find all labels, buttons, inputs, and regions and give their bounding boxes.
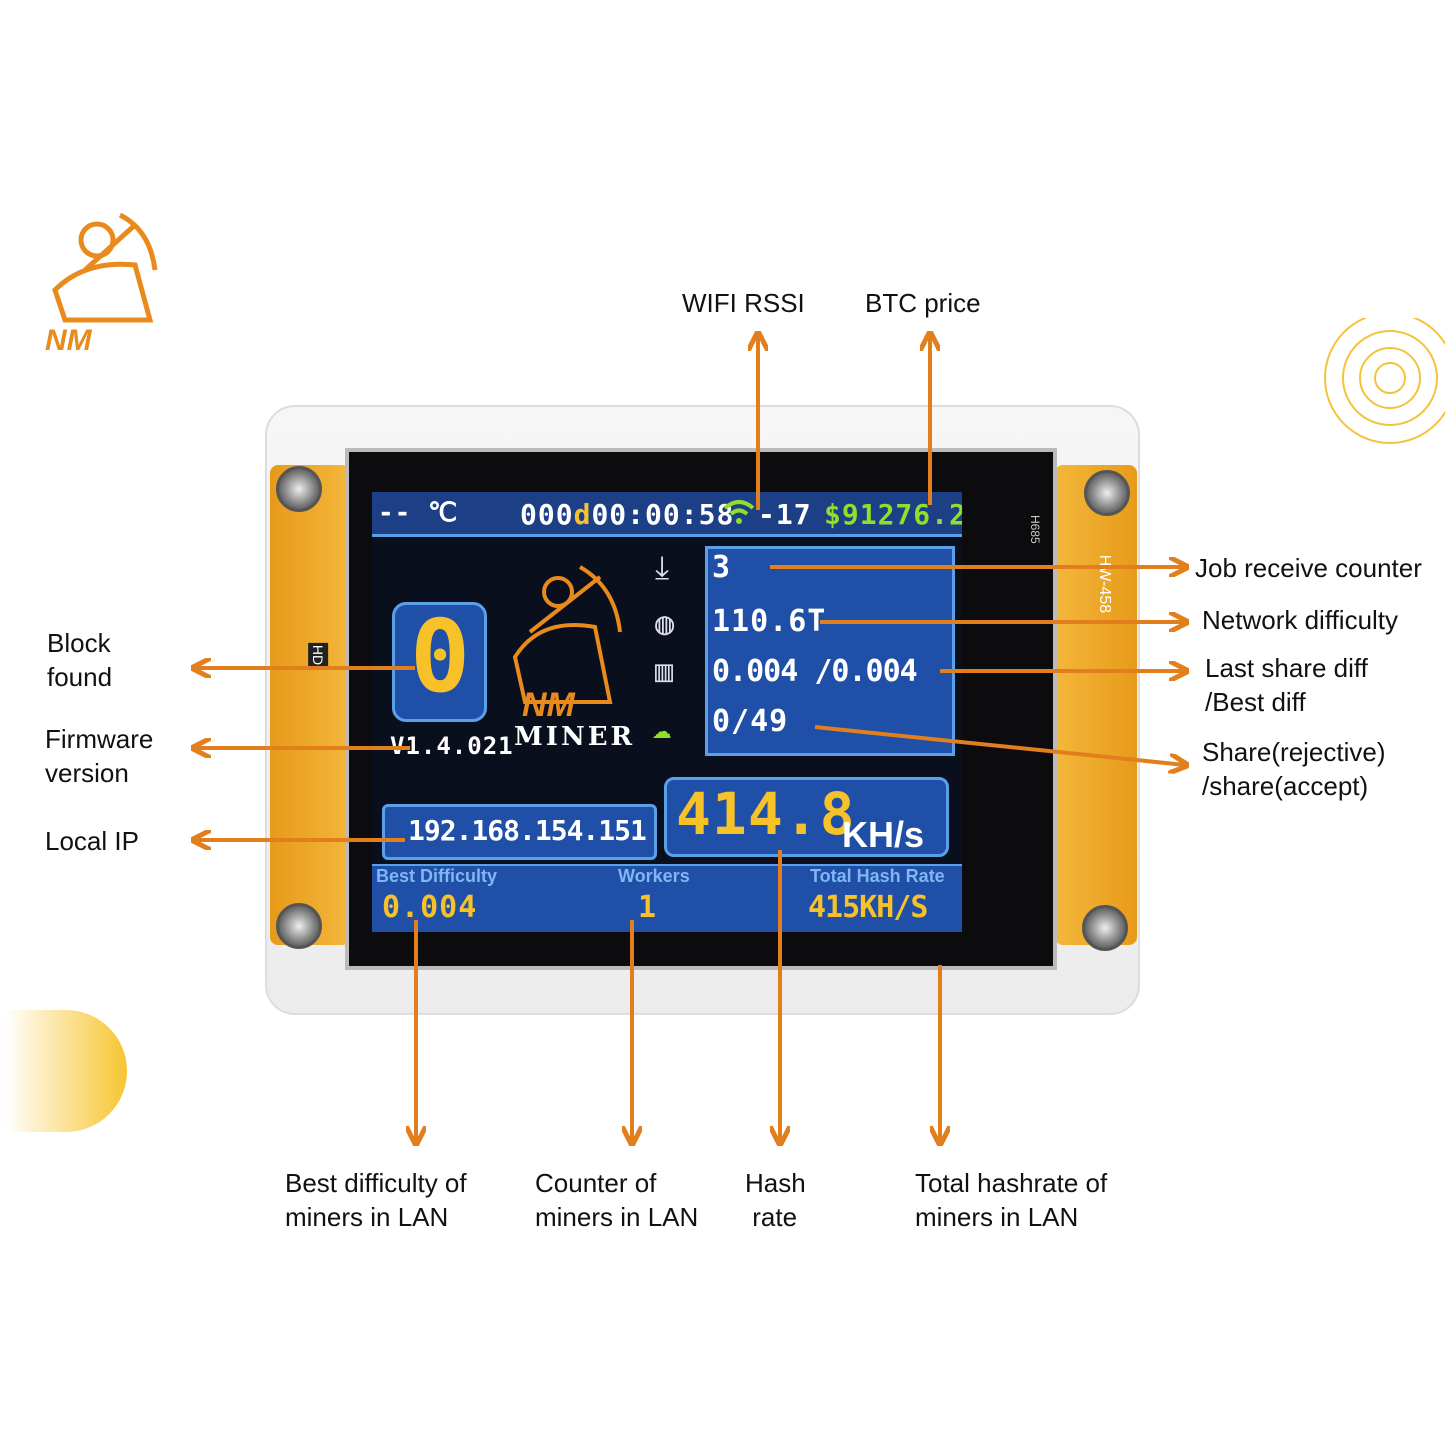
screw [1082, 905, 1128, 951]
btc-price: $91276.2 [824, 498, 962, 531]
logo-miner: MINER [514, 722, 636, 752]
shares: 0/49 [712, 704, 789, 739]
job-counter: 3 [712, 550, 732, 585]
hash-rate: 414.8 [676, 780, 856, 848]
best-difficulty: 0.004 [382, 890, 478, 925]
chart-icon: ▥ [655, 654, 674, 689]
block-found-count: 0 [410, 598, 472, 715]
uptime-time: 00:00:58 [591, 498, 735, 531]
callout-network-difficulty: Network difficulty [1202, 605, 1399, 635]
callout-local-ip: Local IP [45, 826, 139, 856]
logo-nm: NM [522, 686, 575, 724]
network-difficulty: 110.6T [712, 604, 827, 639]
callout-block-found: Block found [47, 628, 113, 692]
miner-logo: NM [500, 562, 625, 732]
stats-panel [705, 546, 955, 756]
half-circle-decoration [5, 1010, 127, 1132]
total-hash-label: Total Hash Rate [810, 866, 945, 886]
wifi-icon [722, 496, 756, 533]
callout-shares: Share(rejective) /share(accept) [1202, 737, 1386, 801]
callout-hash-rate: Hash rate [745, 1168, 806, 1232]
callout-firmware: Firmware version [45, 724, 154, 788]
hash-unit: KH/s [842, 814, 925, 855]
block-found-panel [392, 602, 487, 722]
pcb-right: HW-458 [1055, 465, 1137, 945]
callout-job-counter: Job receive counter [1195, 553, 1422, 583]
wifi-rssi: -17 [758, 498, 812, 531]
lan-stats-bar [372, 864, 962, 932]
callout-wifi-rssi: WIFI RSSI [682, 288, 805, 318]
arrow-shares [814, 725, 1185, 765]
callout-share-diff: Last share diff /Best diff [1205, 653, 1368, 717]
workers-label: Workers [618, 866, 690, 886]
local-ip: 192.168.154.151 [408, 814, 647, 847]
svg-text:NM: NM [45, 324, 93, 355]
screw [276, 903, 322, 949]
best-difficulty-label: Best Difficulty [376, 866, 498, 886]
workers-count: 1 [638, 890, 658, 925]
cloud-upload-icon: ☁ [652, 708, 672, 746]
callout-total-hash-lan: Total hashrate of miners in LAN [915, 1168, 1108, 1232]
callout-best-diff-lan: Best difficulty of miners in LAN [285, 1168, 467, 1232]
callout-counter-lan: Counter of miners in LAN [535, 1168, 699, 1232]
download-icon: ⤓ [655, 548, 670, 586]
board-code: H685 [1028, 515, 1042, 544]
pcb-left: HD [270, 465, 350, 945]
callout-btc-price: BTC price [865, 288, 981, 318]
screw [276, 466, 322, 512]
uptime-days: 000 [520, 498, 574, 531]
firmware-version: V1.4.021 [390, 732, 514, 760]
hashrate-panel [664, 777, 949, 857]
ip-panel [382, 804, 657, 860]
uptime-d: d [573, 498, 592, 531]
uptime: 000d00:00:58 [520, 498, 734, 531]
globe-icon: ◍ [655, 604, 675, 642]
status-bar [372, 492, 962, 537]
screw [1084, 470, 1130, 516]
brand-logo: NM [25, 210, 160, 357]
share-difficulty: 0.004 /0.004 [712, 654, 918, 689]
temperature: -- ℃ [378, 498, 459, 528]
total-hash-rate: 415KH/S [808, 890, 928, 925]
